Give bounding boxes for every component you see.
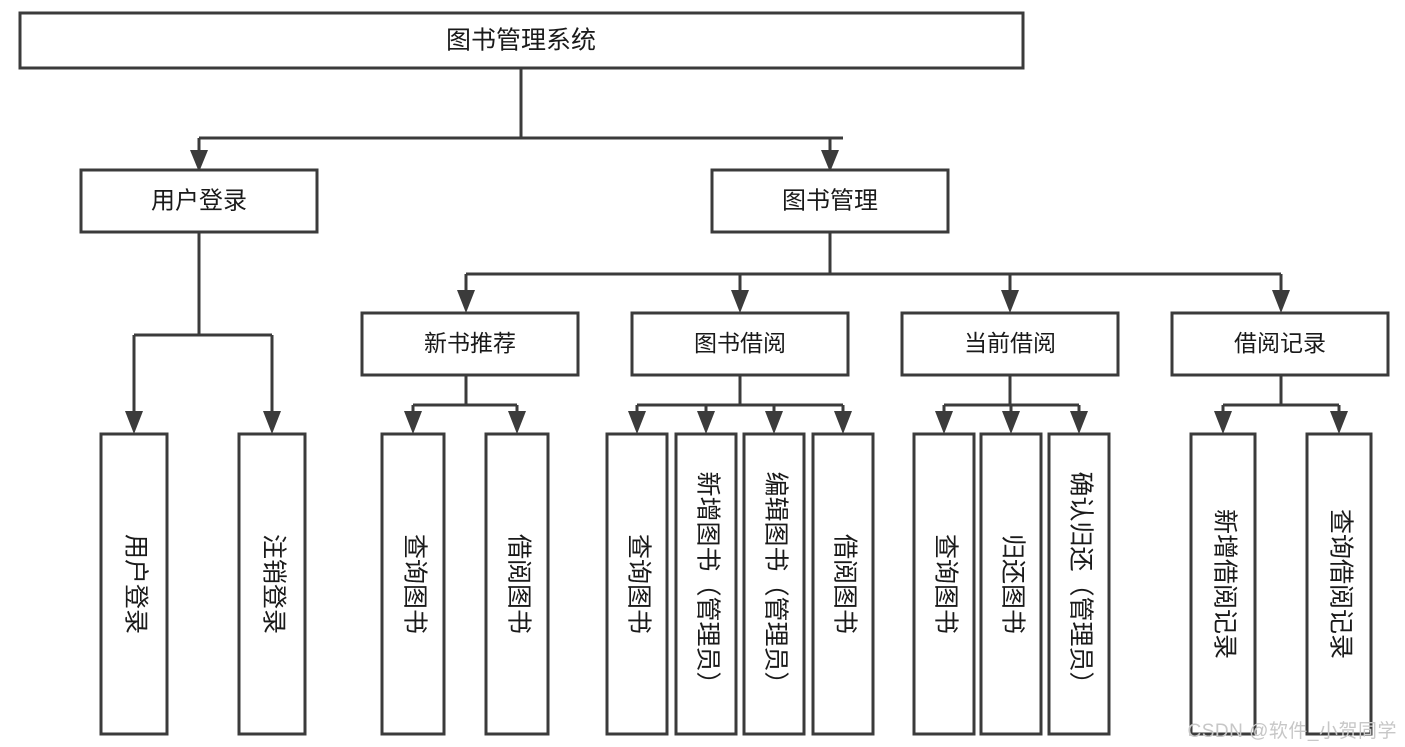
leaf-borrow-book-box[interactable] xyxy=(811,432,875,736)
node-book-borrow-box[interactable] xyxy=(630,311,850,377)
connector-group xyxy=(125,68,1348,434)
node-new-book-recommend-box[interactable] xyxy=(360,311,580,377)
arrowhead-current-leaf3 xyxy=(1070,411,1088,434)
arrowhead-new-book-rec xyxy=(457,290,475,313)
leaf-borrow-book-label: 借阅图书 xyxy=(830,534,858,634)
node-new-book-recommend-label: 新书推荐 xyxy=(424,330,516,356)
node-new-book-recommend[interactable]: 新书推荐 xyxy=(360,311,580,377)
arrowhead-user-login xyxy=(190,150,208,172)
node-borrow-record-box[interactable] xyxy=(1170,311,1390,377)
leaf-logout[interactable]: 注销登录 xyxy=(237,432,307,736)
leaf-record-add-box[interactable] xyxy=(1189,432,1257,736)
leaf-current-query[interactable]: 查询图书 xyxy=(912,432,976,736)
leaf-record-query-label: 查询借阅记录 xyxy=(1326,509,1354,659)
arrowhead-record-leaf2 xyxy=(1330,411,1348,434)
node-book-borrow-label: 图书借阅 xyxy=(694,330,786,356)
leaf-current-query-label: 查询图书 xyxy=(931,534,959,634)
arrowhead-newbook-leaf1 xyxy=(404,411,422,434)
leaf-borrow-edit-admin-box[interactable] xyxy=(742,432,806,736)
leaf-newbook-query[interactable]: 查询图书 xyxy=(380,432,446,736)
leaf-record-add[interactable]: 新增借阅记录 xyxy=(1189,432,1257,736)
leaf-borrow-book[interactable]: 借阅图书 xyxy=(811,432,875,736)
leaf-newbook-query-label: 查询图书 xyxy=(400,534,428,634)
leaf-user-login-1-box[interactable] xyxy=(99,432,169,736)
arrowhead-current-leaf2 xyxy=(1002,411,1020,434)
leaf-current-query-box[interactable] xyxy=(912,432,976,736)
arrowhead-borrow-leaf2 xyxy=(697,411,715,434)
node-book-management[interactable]: 图书管理 xyxy=(710,168,950,234)
node-book-borrow[interactable]: 图书借阅 xyxy=(630,311,850,377)
node-current-borrow[interactable]: 当前借阅 xyxy=(900,311,1120,377)
leaf-current-confirm-admin-box[interactable] xyxy=(1047,432,1111,736)
leaf-current-confirm-admin-label: 确认归还（管理员） xyxy=(1066,471,1094,696)
arrowhead-leaf-logout xyxy=(263,411,281,434)
node-root-box[interactable] xyxy=(18,11,1025,70)
leaf-current-return-box[interactable] xyxy=(979,432,1043,736)
arrowhead-borrow-leaf4 xyxy=(834,411,852,434)
node-user-login[interactable]: 用户登录 xyxy=(79,168,319,234)
node-root-label: 图书管理系统 xyxy=(446,27,596,55)
leaf-current-confirm-admin[interactable]: 确认归还（管理员） xyxy=(1047,432,1111,736)
leaf-borrow-query[interactable]: 查询图书 xyxy=(605,432,669,736)
leaf-borrow-edit-admin-label: 编辑图书（管理员） xyxy=(761,471,789,696)
leaf-newbook-borrow[interactable]: 借阅图书 xyxy=(484,432,550,736)
node-root[interactable]: 图书管理系统 xyxy=(18,11,1025,70)
leaf-newbook-borrow-box[interactable] xyxy=(484,432,550,736)
arrowhead-borrow-leaf1 xyxy=(628,411,646,434)
leaf-borrow-add-admin[interactable]: 新增图书（管理员） xyxy=(674,432,738,736)
arrowhead-current-borrow xyxy=(1001,290,1019,313)
node-user-login-box[interactable] xyxy=(79,168,319,234)
leaf-logout-label: 注销登录 xyxy=(259,534,287,634)
leaf-record-query-box[interactable] xyxy=(1305,432,1373,736)
node-user-login-label: 用户登录 xyxy=(151,187,247,214)
leaf-current-return-label: 归还图书 xyxy=(998,534,1026,634)
leaf-borrow-query-label: 查询图书 xyxy=(624,534,652,634)
leaf-user-login-1-label: 用户登录 xyxy=(121,534,149,634)
arrowhead-current-leaf1 xyxy=(935,411,953,434)
arrowhead-book-borrow xyxy=(731,290,749,313)
leaf-newbook-borrow-label: 借阅图书 xyxy=(504,534,532,634)
arrowhead-newbook-leaf2 xyxy=(508,411,526,434)
node-current-borrow-label: 当前借阅 xyxy=(964,330,1056,356)
arrowhead-leaf-user-login xyxy=(125,411,143,434)
arrowhead-borrow-leaf3 xyxy=(765,411,783,434)
leaf-user-login-1[interactable]: 用户登录 xyxy=(99,432,169,736)
arrowhead-record-leaf1 xyxy=(1214,411,1232,434)
leaf-current-return[interactable]: 归还图书 xyxy=(979,432,1043,736)
leaf-record-query[interactable]: 查询借阅记录 xyxy=(1305,432,1373,736)
leaf-borrow-edit-admin[interactable]: 编辑图书（管理员） xyxy=(742,432,806,736)
leaf-logout-box[interactable] xyxy=(237,432,307,736)
csdn-watermark: CSDN @软件_小贺同学 xyxy=(1187,721,1397,742)
leaf-borrow-add-admin-label: 新增图书（管理员） xyxy=(693,471,721,696)
leaf-borrow-query-box[interactable] xyxy=(605,432,669,736)
leaf-borrow-add-admin-box[interactable] xyxy=(674,432,738,736)
node-book-management-label: 图书管理 xyxy=(782,187,878,214)
leaf-newbook-query-box[interactable] xyxy=(380,432,446,736)
node-borrow-record-label: 借阅记录 xyxy=(1234,330,1326,356)
node-book-management-box[interactable] xyxy=(710,168,950,234)
leaf-record-add-label: 新增借阅记录 xyxy=(1210,509,1238,659)
arrowhead-borrow-record xyxy=(1272,290,1290,313)
node-borrow-record[interactable]: 借阅记录 xyxy=(1170,311,1390,377)
arrowhead-book-management xyxy=(821,150,839,172)
node-current-borrow-box[interactable] xyxy=(900,311,1120,377)
